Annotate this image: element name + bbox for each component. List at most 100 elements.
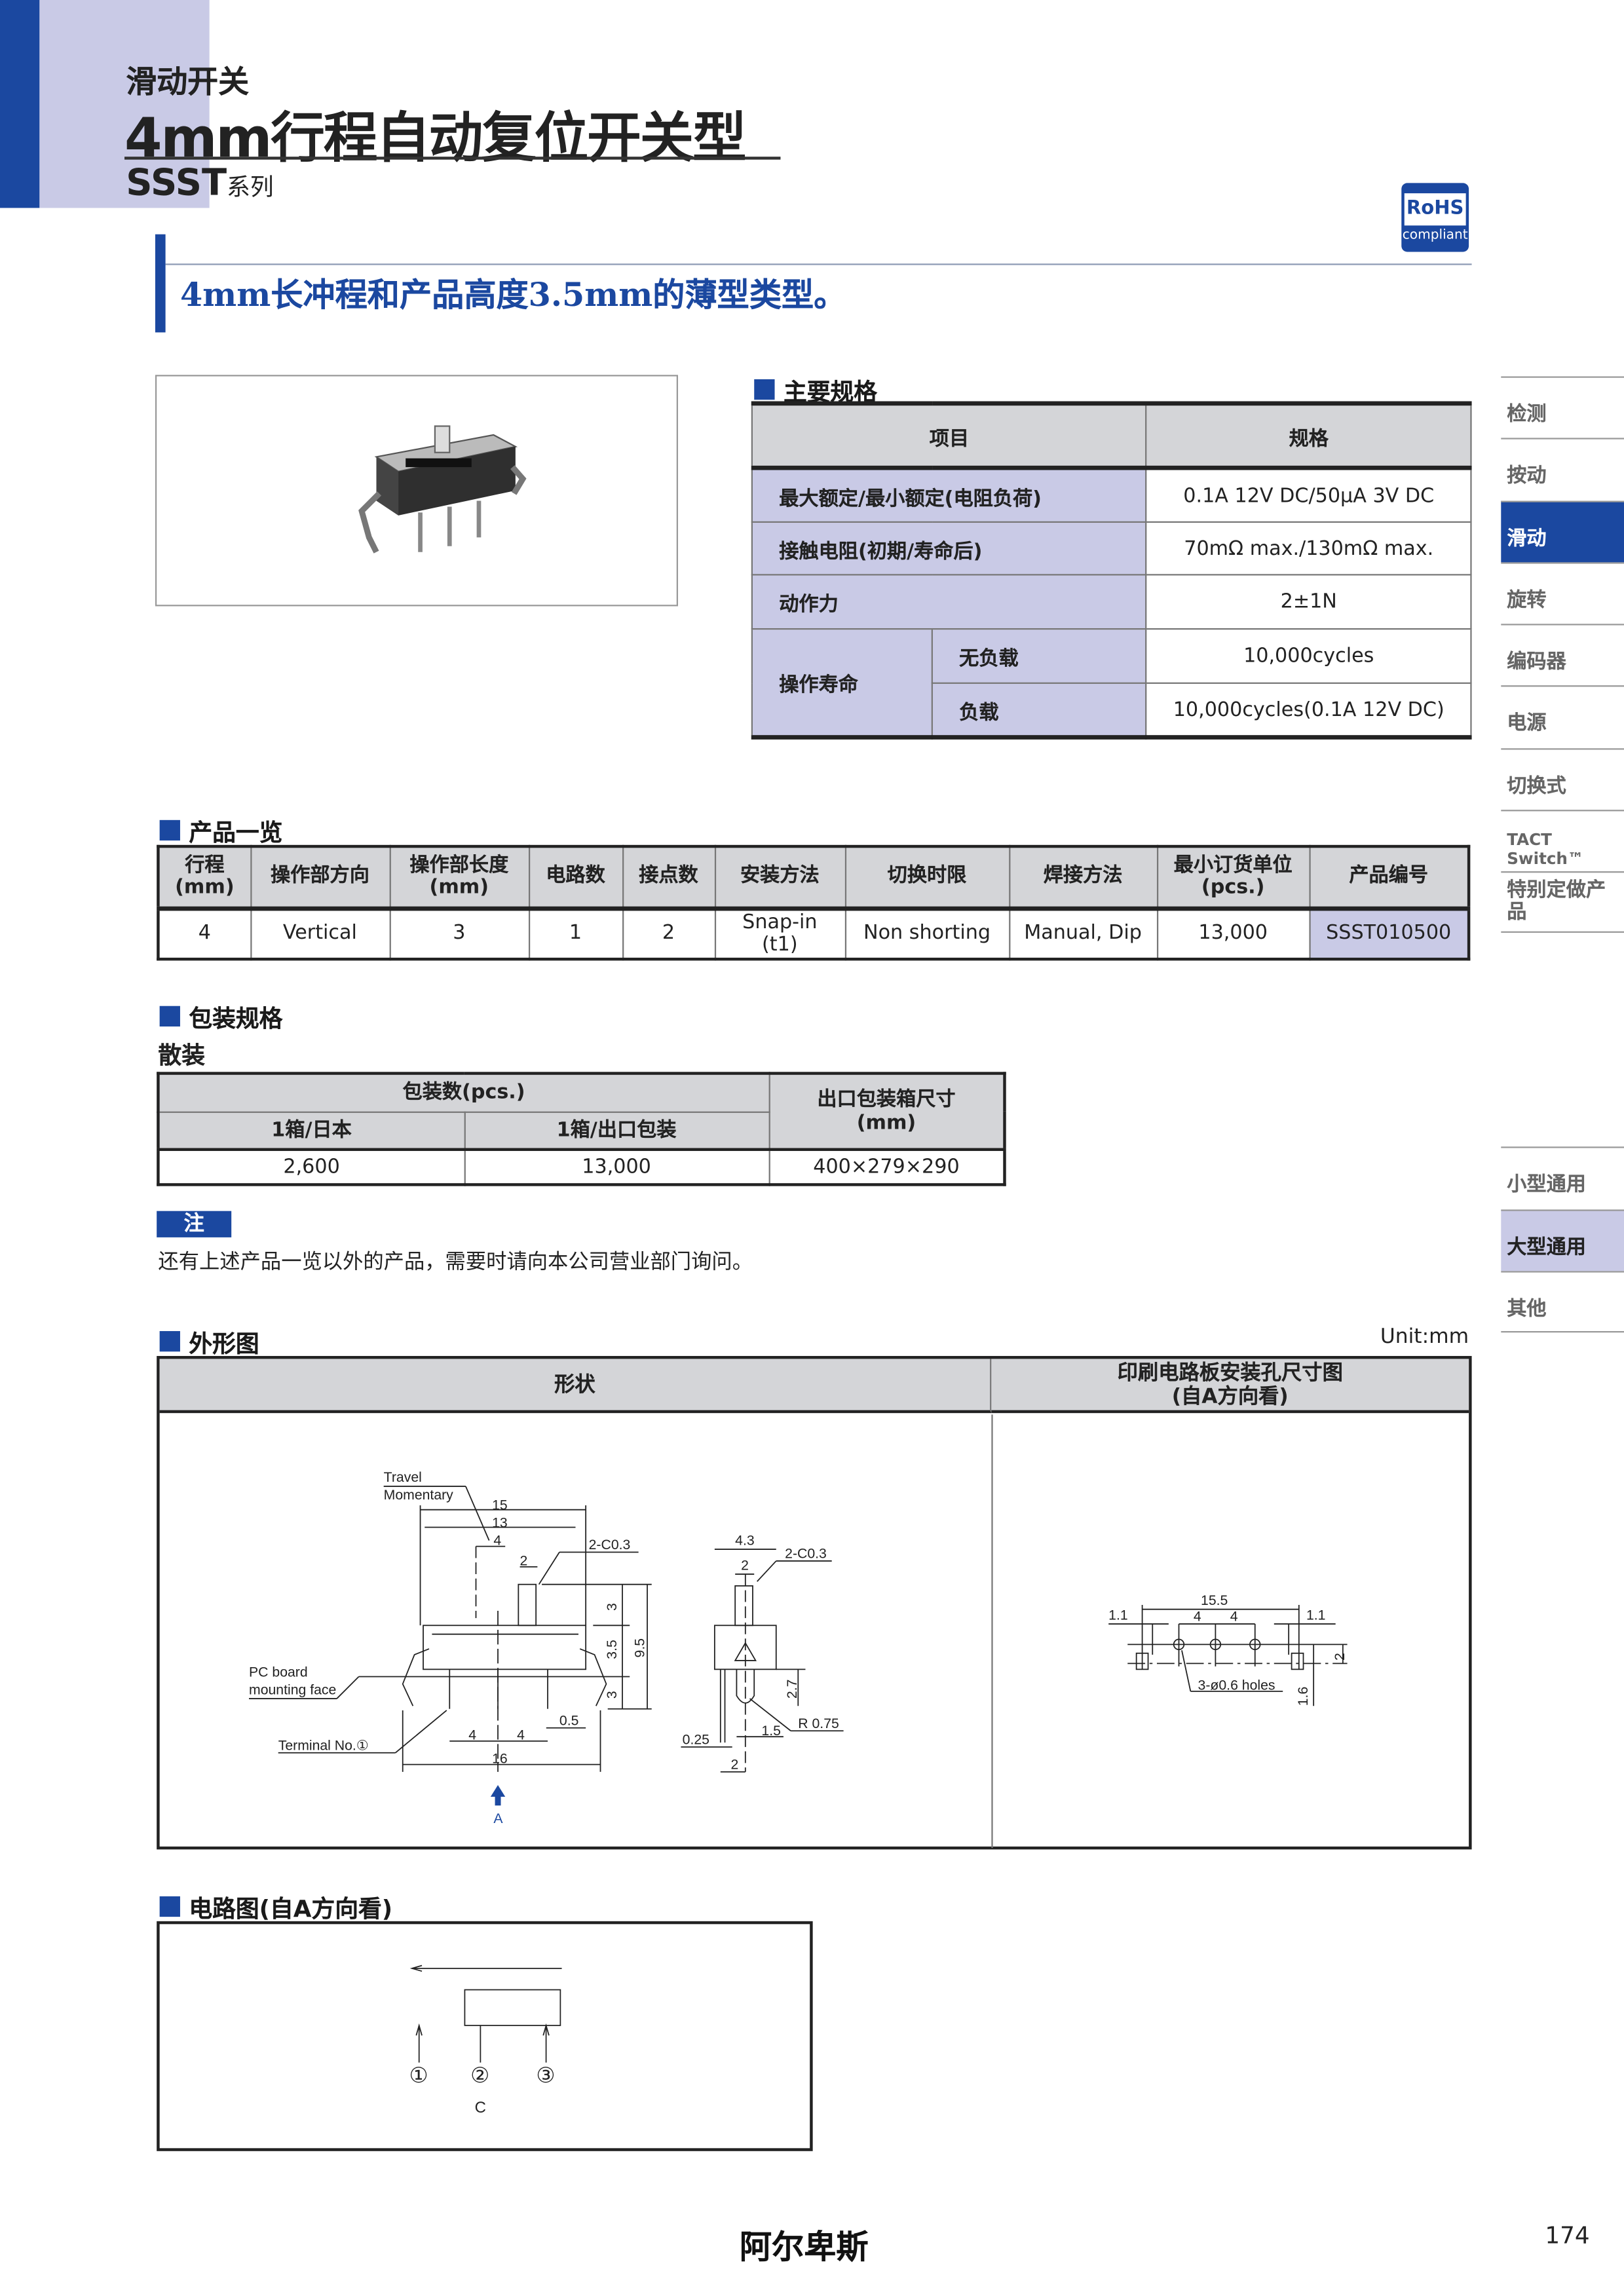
sidebar-item-slide[interactable]: 滑动 [1501,500,1624,563]
view-a-label: A [493,1811,503,1826]
side-dim-2-7: 2.7 [785,1680,800,1699]
title-underline [124,157,781,160]
sidebar-item-tact[interactable]: TACT Switch™ [1501,810,1624,871]
sidebar-item-small[interactable]: 小型通用 [1501,1146,1624,1208]
col-direction: 操作部方向 [250,845,390,909]
pcb-dim-4b: 4 [1230,1609,1238,1625]
side-dim-4-3: 4.3 [735,1533,755,1548]
section-marker-icon [159,1330,180,1352]
pcb-dim-2: 2 [1332,1653,1348,1661]
col-item: 项目 [751,402,1148,469]
tagline: 4mm长冲程和产品高度3.5mm的薄型类型。 [179,276,846,315]
packing-heading: 包装规格 [159,999,282,1034]
terminal-3: ③ [536,2063,555,2087]
cell-soldering: Manual, Dip [1008,907,1158,960]
col-part-number: 产品编号 [1308,845,1470,909]
specs-table: 项目规格 最大额定/最小额定(电阻负荷)0.1A 12V DC/50μA 3V … [751,401,1472,740]
section-marker-icon [159,1006,180,1027]
specs-heading-text: 主要规格 [783,377,878,406]
pcb-dim-1-6: 1.6 [1296,1687,1311,1706]
pcb-dim-1-1b: 1.1 [1306,1608,1325,1623]
side-dim-c03: 2-C0.3 [785,1546,827,1561]
side-dim-0-25: 0.25 [683,1732,709,1747]
cell-japan: 2,600 [157,1148,465,1186]
dim-16: 16 [492,1751,508,1766]
common-label: C [475,2099,486,2117]
header-blue-bar [0,0,40,208]
cell-switching: Non shorting [844,907,1010,960]
sidebar-item-custom[interactable]: 特别定做产品 [1501,871,1624,933]
pcb-dim-15-5: 15.5 [1201,1593,1228,1608]
side-dim-2: 2 [741,1558,749,1573]
spec-value: 0.1A 12V DC/50μA 3V DC [1145,467,1472,523]
compliant-text: compliant [1402,228,1468,244]
sidebar-item-large[interactable]: 大型通用 [1501,1209,1624,1271]
col-contacts: 接点数 [621,845,715,909]
note-text: 还有上述产品一览以外的产品，需要时请向本公司营业部门询问。 [158,1251,753,1274]
spec-item: 接触电阻(初期/寿命后) [751,521,1148,576]
col-travel: 行程 (mm) [157,845,252,909]
pc-board-label: PC board [249,1665,308,1680]
section-marker-icon [159,819,180,841]
dim-4a: 4 [468,1728,476,1743]
dim-4b: 4 [517,1728,525,1743]
page-number: 174 [1545,2221,1590,2249]
cell-part-number[interactable]: SSST010500 [1308,907,1470,960]
view-arrow-icon [490,1784,506,1806]
dim-15: 15 [492,1498,508,1513]
dim-9-5: 9.5 [633,1638,648,1658]
cell-length: 3 [388,907,530,960]
cell-direction: Vertical [250,907,390,960]
col-mounting: 安装方法 [713,845,846,909]
header-lavender-band [39,0,210,208]
dim-3-5: 3.5 [605,1640,620,1659]
specs-heading: 主要规格 [754,372,877,407]
note-label: 注 [157,1211,232,1237]
col-length: 操作部长度 (mm) [388,845,530,909]
outline-frame [157,1355,1472,1850]
series-suffix: 系列 [227,172,274,201]
dim-13: 13 [492,1516,508,1531]
col-min-order: 最小订货单位 (pcs.) [1156,845,1310,909]
table-row: 4 Vertical 3 1 2 Snap-in (t1) Non shorti… [157,907,1470,960]
dim-3b: 3 [605,1691,620,1699]
sidebar-item-rotary[interactable]: 旋转 [1501,562,1624,624]
pcb-dim-1-1a: 1.1 [1108,1608,1128,1623]
col-spec: 规格 [1145,402,1472,469]
mounting-face-label: mounting face [249,1682,336,1697]
category-title: 滑动开关 [126,64,250,100]
sidebar-item-power[interactable]: 电源 [1501,685,1624,747]
series-code: SSST [126,160,227,204]
slide-switch-image [358,425,527,554]
outline-divider [991,1414,993,1849]
pcb-hole-drawing: 15.5 1.1 1.1 4 4 3-ø0.6 holes 2 1.6 [1108,1593,1348,1706]
sidebar-item-push[interactable]: 按动 [1501,438,1624,499]
section-marker-icon [159,1896,180,1917]
product-photo [155,375,678,607]
col-export: 1箱/出口包装 [463,1110,770,1150]
col-soldering: 焊接方法 [1008,845,1158,909]
sidebar-item-encoder[interactable]: 编码器 [1501,624,1624,685]
brand-logo: 阿尔卑斯 [739,2230,869,2267]
spec-item: 动作力 [751,574,1148,630]
side-dim-1-5: 1.5 [761,1723,781,1739]
dim-c03: 2-C0.3 [589,1537,631,1553]
momentary-label: Momentary [384,1488,454,1503]
sidebar-item-detect[interactable]: 检测 [1501,376,1624,438]
travel-label: Travel [384,1470,422,1485]
no-load-value: 10,000cycles [1145,628,1472,684]
sidebar-item-other[interactable]: 其他 [1501,1271,1624,1333]
circuit-diagram: ① ② ③ C [157,1921,813,2151]
rohs-text: RoHS [1404,193,1466,226]
sidebar-item-switching[interactable]: 切换式 [1501,748,1624,810]
col-box-size: 出口包装箱尺寸 (mm) [768,1072,1006,1150]
section-marker-icon [754,379,775,400]
tagline-rule [165,263,1472,265]
load-label: 负载 [931,682,1148,738]
side-dim-2b: 2 [730,1757,738,1772]
cell-travel: 4 [157,907,252,960]
products-heading: 产品一览 [159,813,282,848]
col-shape: 形状 [159,1359,992,1414]
spec-value: 2±1N [1145,574,1472,630]
